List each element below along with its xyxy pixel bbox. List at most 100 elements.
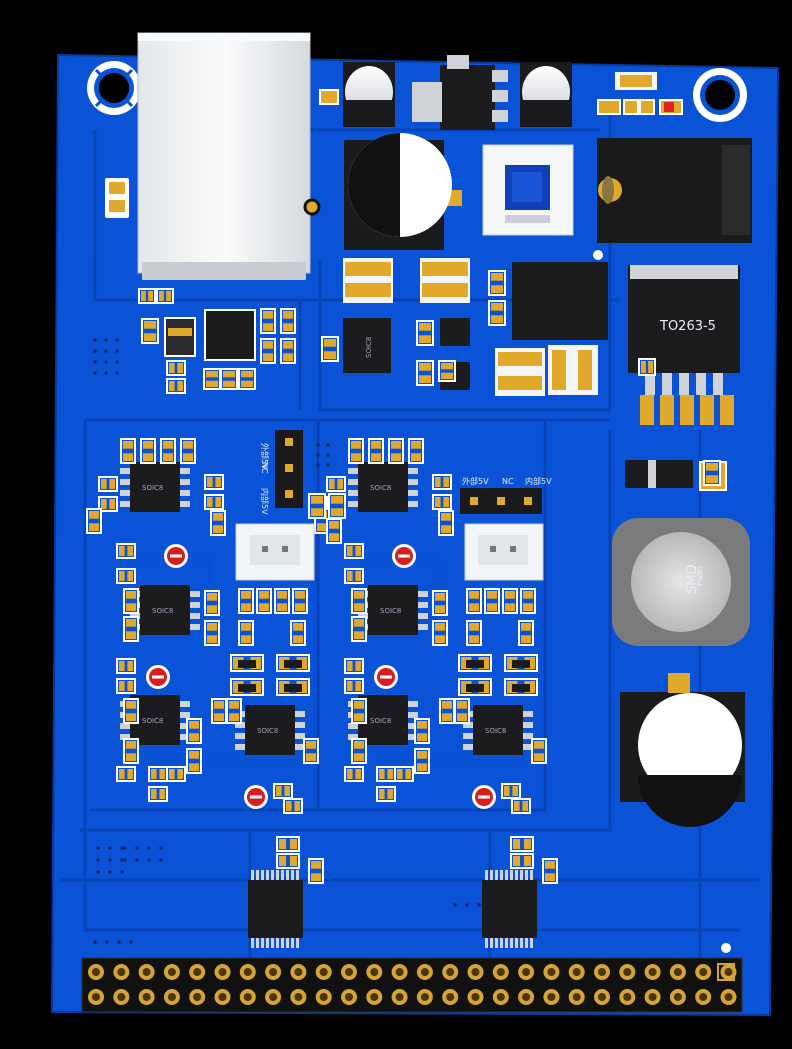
- trimmer-potentiometer: [392, 544, 416, 568]
- smd-passive: [344, 658, 364, 674]
- smd-passive: [141, 318, 159, 344]
- smd-passive: [211, 698, 227, 724]
- smd-passive: [394, 766, 414, 782]
- chip-label: SOIC8: [485, 727, 506, 735]
- smd-passive: [344, 543, 364, 559]
- smd-passive: [308, 493, 326, 519]
- smd-passive: [116, 658, 136, 674]
- smd-passive: [156, 288, 174, 304]
- smd-passive: [488, 270, 506, 296]
- smd-passive: [238, 368, 256, 390]
- trimmer-potentiometer: [472, 785, 496, 809]
- smd-passive: [204, 590, 220, 616]
- mount-hole-icon: [693, 68, 747, 122]
- smd-passive: [220, 368, 238, 390]
- smd-passive: [368, 438, 384, 464]
- smd-passive: [116, 568, 136, 584]
- jumper-label: 外部5V: [462, 476, 489, 486]
- smd-passive: [123, 616, 139, 642]
- smd-passive: [280, 338, 296, 364]
- smd-passive: [351, 616, 367, 642]
- smd-passive: [511, 798, 531, 814]
- jumper-header-right: 外部5V NC 内部5V: [460, 476, 552, 514]
- smd-passive: [260, 338, 276, 364]
- chip-label: SOIC8: [257, 727, 278, 735]
- smd-row-topright: [597, 72, 683, 115]
- smd-passive: [388, 438, 404, 464]
- smd-passive: [116, 678, 136, 694]
- smd-passive: [510, 853, 534, 869]
- smd-power-inductor: SMD PW80: [612, 518, 750, 646]
- smd-caps-right: [495, 345, 598, 396]
- chip-label: SOIC8: [370, 717, 391, 725]
- smd-passive: [276, 853, 300, 869]
- smd-passive: [238, 620, 254, 646]
- smd-passive: [432, 474, 452, 490]
- smd-passive: [321, 336, 339, 362]
- smd-passive: [166, 360, 186, 376]
- smd-passive: [703, 460, 721, 486]
- smd-passive: [432, 620, 448, 646]
- smd-passive: [432, 590, 448, 616]
- smd-passive: [292, 588, 308, 614]
- smd-passive: [138, 288, 156, 304]
- smd-passive: [408, 438, 424, 464]
- jumper-label: NC: [260, 462, 269, 474]
- soic8-chip: SOIC8: [463, 705, 533, 755]
- electrolytic-capacitor-large: [620, 673, 745, 827]
- chip-label: SOIC8: [152, 607, 173, 615]
- soic8-chip: SOIC8: [348, 462, 418, 512]
- trimmer-potentiometer: [164, 544, 188, 568]
- smd-passive: [438, 510, 454, 536]
- smd-passive: [210, 510, 226, 536]
- dc-barrel-jack-icon: [597, 138, 752, 243]
- smd-passive: [520, 588, 536, 614]
- smd-passive: [414, 718, 430, 744]
- chip-label: SOIC8: [142, 717, 163, 725]
- jumper-header-left: 外部5V NC 内部5V: [260, 430, 303, 515]
- soic8-chip: SOIC8: [358, 585, 428, 635]
- smd-passive: [326, 518, 342, 544]
- smd-passive: [86, 508, 102, 534]
- mount-hole-icon: [87, 61, 141, 115]
- electrolytic-capacitor-large: [344, 133, 462, 250]
- smd-passive: [180, 438, 196, 464]
- smd-passive: [276, 836, 300, 852]
- smd-passive: [166, 766, 186, 782]
- trimmer-potentiometer: [374, 665, 398, 689]
- smd-passive: [140, 438, 156, 464]
- smd-passive: [439, 698, 455, 724]
- smd-passive: [260, 308, 276, 334]
- smd-passive: [454, 698, 470, 724]
- smd-passive: [308, 858, 324, 884]
- smd-passive: [303, 738, 319, 764]
- trimmer-potentiometer: [244, 785, 268, 809]
- smd-passive: [416, 360, 434, 386]
- jst-connector: [464, 523, 544, 581]
- smd-passive: [438, 360, 456, 382]
- jumper-label: 外部5V: [260, 443, 270, 470]
- inductor-label: SMD: [685, 565, 700, 594]
- regulator-label: TO263-5: [659, 319, 716, 334]
- smd-passive: [274, 588, 290, 614]
- smd-passive: [518, 620, 534, 646]
- chip-label: SOIC8: [380, 607, 401, 615]
- smd-passive: [186, 718, 202, 744]
- smd-passive: [348, 438, 364, 464]
- smd-passive: [326, 476, 346, 492]
- smd-passive: [416, 320, 434, 346]
- smd-passive: [123, 738, 139, 764]
- smd-passive: [290, 620, 306, 646]
- power-module: [512, 262, 608, 340]
- smd-passive: [344, 766, 364, 782]
- chip-label: SOIC8: [365, 337, 373, 358]
- smd-passive: [638, 358, 656, 376]
- smd-passive: [351, 698, 367, 724]
- trimmer-potentiometer: [146, 665, 170, 689]
- tssop-chips: [248, 836, 558, 948]
- smd-passive: [123, 698, 139, 724]
- smd-passive: [116, 543, 136, 559]
- inductor-sublabel: PW80: [696, 566, 704, 586]
- smd-passive: [160, 438, 176, 464]
